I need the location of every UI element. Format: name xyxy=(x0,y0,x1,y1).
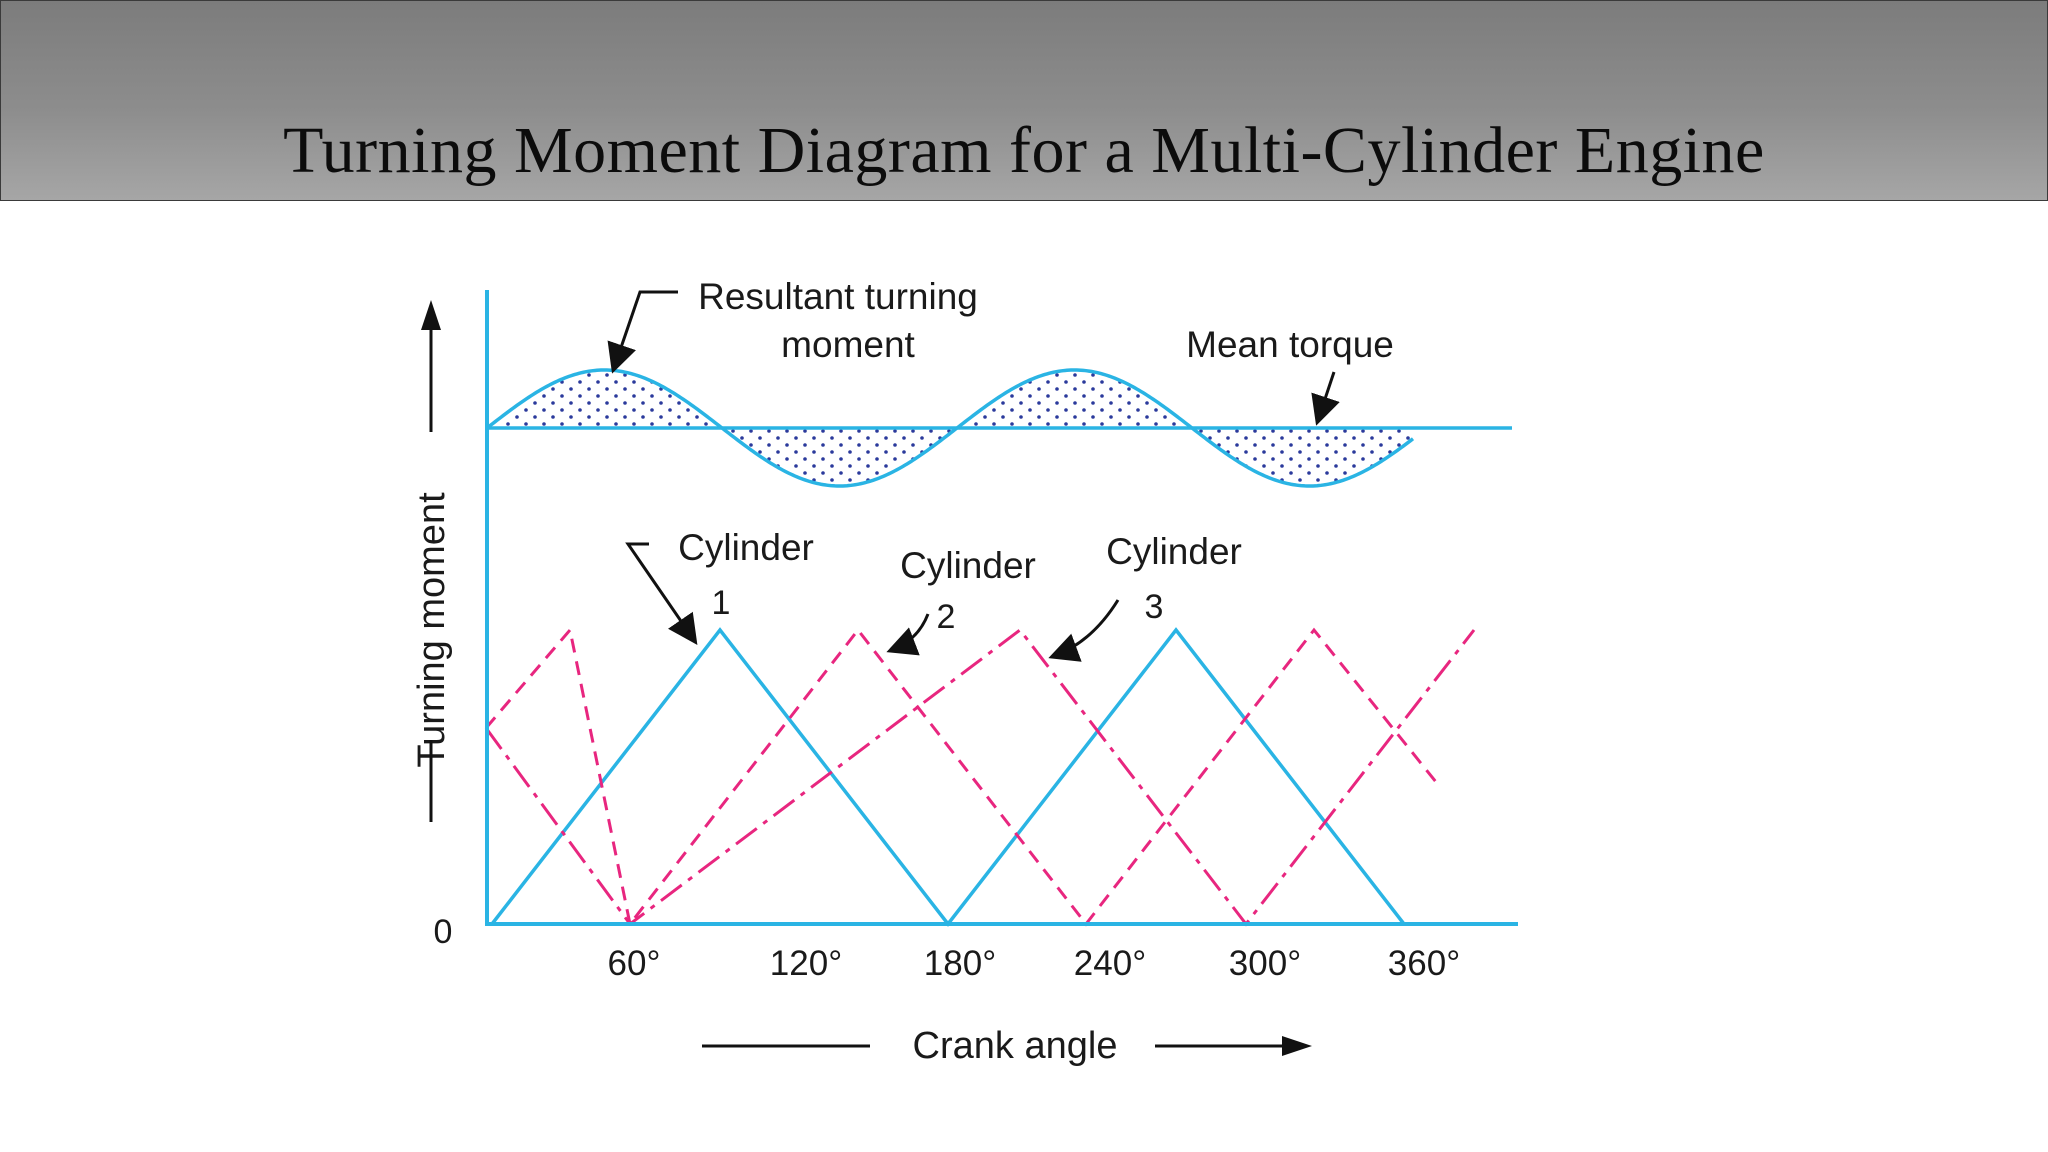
cylinder-1-number: 1 xyxy=(712,584,731,622)
x-tick-label: 240° xyxy=(1074,944,1146,983)
cylinder-2-number: 2 xyxy=(937,598,956,636)
x-axis-right-arrow-icon xyxy=(1282,1036,1312,1056)
resultant-excess-shading xyxy=(487,370,1414,428)
cylinder-2-pointer-arrow xyxy=(886,613,930,656)
x-tick-label: 300° xyxy=(1229,944,1301,983)
origin-label: 0 xyxy=(434,913,453,951)
x-tick-label: 360° xyxy=(1388,944,1460,983)
resultant-deficit-shading xyxy=(487,428,1414,486)
x-tick-labels: 60° 120° 180° 240° 300° 360° xyxy=(608,944,1461,983)
cylinder-3-label: Cylinder xyxy=(1106,531,1242,572)
mean-torque-pointer-arrow xyxy=(1311,371,1340,426)
cylinder-1-curve xyxy=(490,627,1406,927)
cylinder-2-curve xyxy=(484,626,1438,928)
cylinder-1-pointer-arrow xyxy=(625,542,698,645)
slide-title: Turning Moment Diagram for a Multi-Cylin… xyxy=(283,114,1765,187)
resultant-label-line2: moment xyxy=(781,324,915,365)
cylinder-3-number: 3 xyxy=(1145,588,1164,626)
x-axis-label: Crank angle xyxy=(913,1025,1118,1067)
cylinder-2-label: Cylinder xyxy=(900,545,1036,586)
title-bar: Turning Moment Diagram for a Multi-Cylin… xyxy=(0,0,2048,201)
x-tick-label: 120° xyxy=(770,944,842,983)
x-tick-label: 60° xyxy=(608,944,661,983)
mean-torque-label: Mean torque xyxy=(1186,324,1394,365)
y-axis-label: Turning moment xyxy=(411,492,453,768)
cylinder-3-curve xyxy=(484,627,1476,927)
resultant-turning-moment-curve xyxy=(485,368,1415,488)
resultant-pointer-arrow xyxy=(607,290,678,374)
cylinder-3-pointer-arrow xyxy=(1048,599,1120,662)
resultant-label-line1: Resultant turning xyxy=(698,276,978,317)
cylinder-1-label: Cylinder xyxy=(678,527,814,568)
y-axis-up-arrow-icon xyxy=(421,300,441,330)
x-tick-label: 180° xyxy=(924,944,996,983)
